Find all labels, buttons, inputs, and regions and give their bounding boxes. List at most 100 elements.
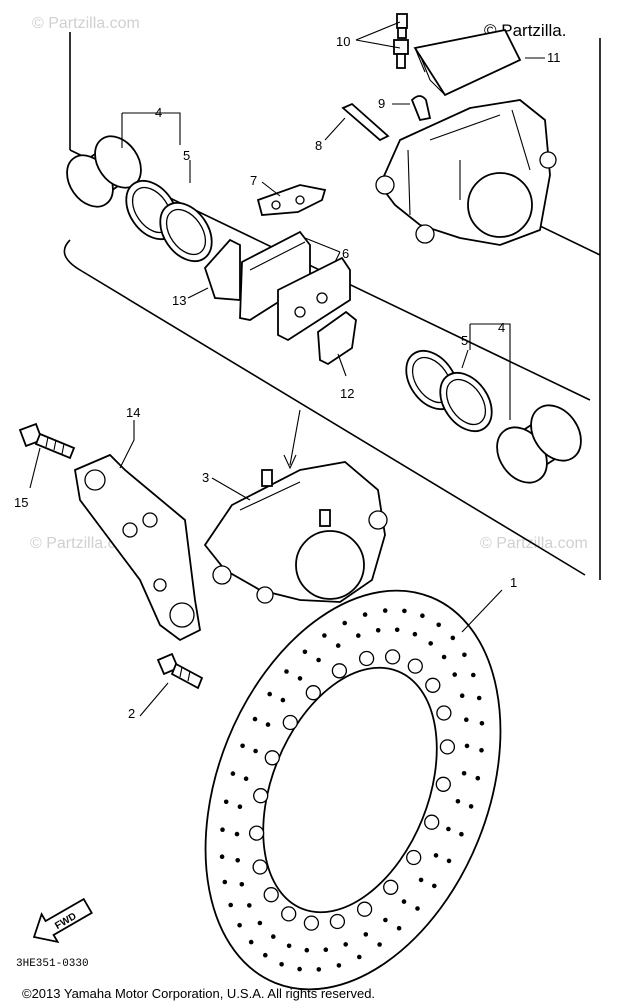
disc-mount-hole bbox=[248, 825, 265, 841]
fwd-arrow-icon: FWD bbox=[32, 897, 93, 944]
callout-5-upper: 5 bbox=[183, 148, 190, 163]
disc-drill-hole bbox=[468, 804, 474, 809]
callout-2: 2 bbox=[128, 706, 135, 721]
disc-drill-hole bbox=[257, 920, 263, 926]
pad-pin bbox=[341, 95, 432, 142]
disc-drill-hole bbox=[450, 635, 456, 641]
disc-drill-hole bbox=[243, 776, 249, 781]
disc-drill-hole bbox=[377, 942, 382, 947]
disc-drill-hole bbox=[461, 771, 467, 776]
disc-drill-hole bbox=[336, 963, 342, 968]
disc-drill-hole bbox=[479, 721, 485, 726]
disc-drill-hole bbox=[252, 716, 258, 722]
disc-drill-hole bbox=[375, 628, 381, 633]
disc-drill-hole bbox=[401, 899, 407, 904]
disc-mount-hole bbox=[252, 859, 268, 875]
disc-drill-hole bbox=[239, 882, 245, 887]
leader-lines bbox=[29, 21, 545, 717]
bolt-2 bbox=[156, 652, 204, 690]
shim-13 bbox=[203, 238, 241, 301]
seals-lower bbox=[405, 350, 493, 432]
disc-mount-hole bbox=[406, 849, 422, 866]
disc-drill-hole bbox=[356, 633, 361, 638]
disc-drill-hole bbox=[253, 748, 258, 754]
caliper-assembly-upper bbox=[375, 99, 557, 246]
disc-drill-hole bbox=[302, 649, 308, 655]
disc-drill-hole bbox=[459, 693, 465, 698]
disc-drill-hole bbox=[322, 633, 327, 638]
disc-mount-hole bbox=[358, 650, 375, 667]
disc-drill-hole bbox=[363, 932, 369, 937]
brake-disc bbox=[204, 589, 502, 991]
disc-drill-hole bbox=[452, 672, 458, 677]
disc-drill-hole bbox=[271, 934, 276, 939]
disc-drill-hole bbox=[304, 947, 310, 953]
disc-drill-hole bbox=[441, 654, 447, 660]
disc-drill-hole bbox=[248, 939, 254, 945]
disc-drill-hole bbox=[455, 799, 461, 804]
disc-drill-hole bbox=[267, 691, 273, 697]
disc-mount-hole bbox=[425, 677, 441, 693]
disc-drill-hole bbox=[357, 954, 362, 960]
disc-mount-hole bbox=[305, 685, 321, 701]
disc-drill-hole bbox=[265, 722, 271, 727]
callout-8: 8 bbox=[315, 138, 322, 153]
callout-1: 1 bbox=[510, 575, 517, 590]
disc-mount-hole bbox=[383, 879, 399, 895]
copyright-notice: ©2013 Yamaha Motor Corporation, U.S.A. A… bbox=[22, 986, 375, 1001]
disc-mount-hole bbox=[439, 739, 456, 755]
disc-drill-hole bbox=[234, 831, 240, 837]
disc-inner-holes bbox=[248, 649, 456, 931]
disc-mount-hole bbox=[331, 663, 348, 679]
caliper-assembly bbox=[203, 461, 388, 604]
disc-drill-hole bbox=[316, 967, 322, 972]
disc-drill-hole bbox=[420, 613, 425, 618]
disc-mount-hole bbox=[435, 776, 451, 792]
disc-drill-hole bbox=[459, 831, 464, 837]
disc-drill-hole bbox=[335, 643, 341, 648]
disc-drill-hole bbox=[446, 858, 452, 864]
disc-drill-hole bbox=[462, 652, 467, 658]
disc-drill-hole bbox=[432, 883, 437, 889]
disc-drill-hole bbox=[235, 858, 240, 863]
disc-mount-hole bbox=[436, 705, 452, 721]
callout-5-lower: 5 bbox=[461, 333, 468, 348]
disc-drill-hole bbox=[446, 826, 451, 832]
disc-drill-hole bbox=[476, 695, 482, 701]
bleed-screws bbox=[393, 13, 409, 69]
shim-12 bbox=[317, 310, 357, 366]
callout-15: 15 bbox=[14, 495, 28, 510]
disc-mount-hole bbox=[264, 750, 280, 766]
callout-3: 3 bbox=[202, 470, 209, 485]
brake-pads bbox=[239, 230, 351, 342]
disc-drill-hole bbox=[428, 641, 434, 646]
disc-drill-hole bbox=[286, 943, 292, 949]
disc-outer-holes bbox=[219, 608, 485, 972]
disc-drill-hole bbox=[219, 854, 225, 859]
disc-drill-hole bbox=[396, 925, 402, 931]
disc-drill-hole bbox=[402, 608, 407, 614]
callout-4-lower: 4 bbox=[498, 320, 505, 335]
disc-drill-hole bbox=[383, 917, 388, 923]
diagram-code: 3HE351-0330 bbox=[16, 958, 89, 970]
caliper-bracket bbox=[73, 453, 201, 642]
disc-drill-hole bbox=[436, 622, 442, 628]
disc-drill-hole bbox=[343, 942, 349, 947]
disc-drill-hole bbox=[263, 952, 268, 958]
disc-mount-hole bbox=[282, 714, 298, 731]
callout-11: 11 bbox=[547, 50, 561, 65]
disc-drill-hole bbox=[237, 922, 242, 928]
disc-drill-hole bbox=[464, 717, 469, 722]
disc-drill-hole bbox=[240, 743, 245, 749]
disc-drill-hole bbox=[362, 612, 368, 617]
disc-drill-hole bbox=[323, 947, 329, 952]
disc-drill-hole bbox=[247, 903, 252, 908]
disc-drill-hole bbox=[223, 799, 229, 805]
disc-drill-hole bbox=[412, 631, 418, 637]
disc-drill-hole bbox=[471, 672, 476, 678]
callout-14: 14 bbox=[126, 405, 140, 420]
disc-drill-hole bbox=[475, 775, 481, 781]
disc-drill-hole bbox=[297, 966, 302, 972]
disc-mount-hole bbox=[356, 901, 373, 917]
